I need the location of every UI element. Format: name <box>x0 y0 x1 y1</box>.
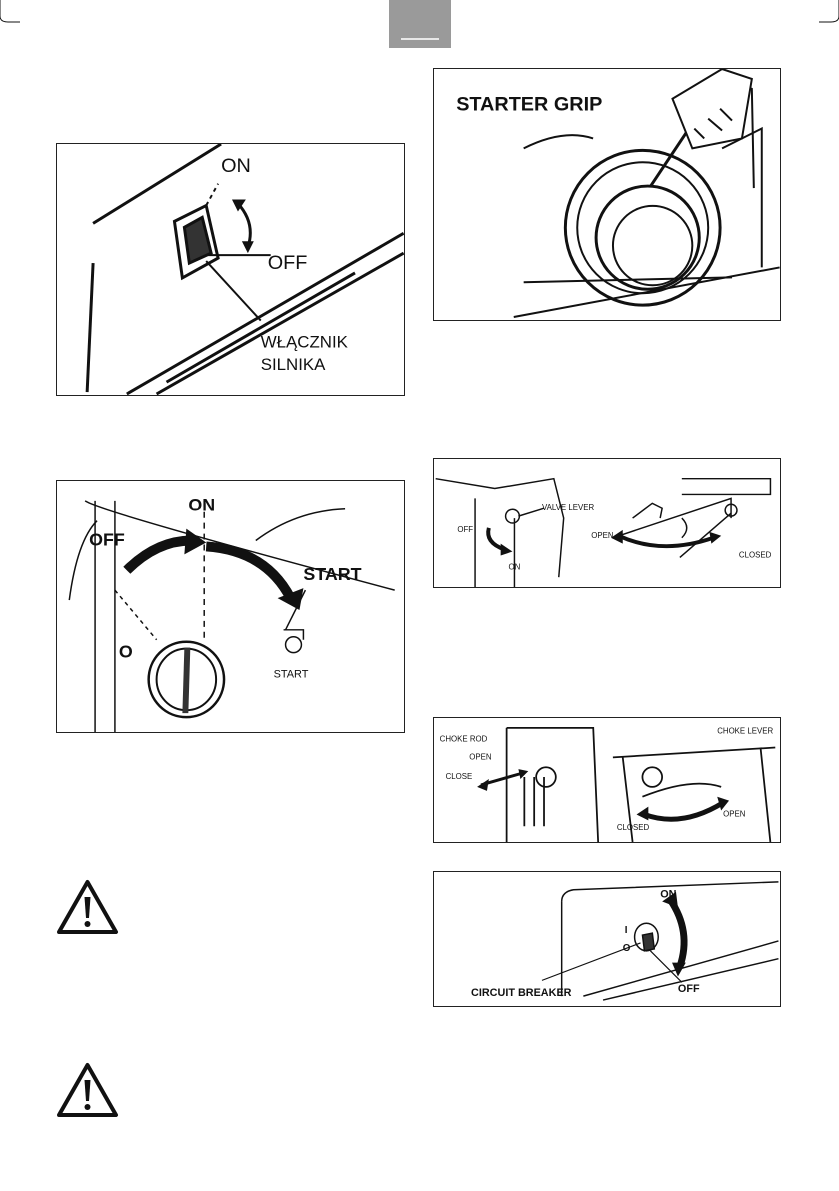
engine-switch-name-line2: SILNIKA <box>261 355 326 374</box>
starter-grip-label: STARTER GRIP <box>456 94 602 116</box>
starter-grip-figure: STARTER GRIP <box>433 68 781 321</box>
choke-close-label: CLOSE <box>446 772 473 781</box>
fuel-valve-off-label: OFF <box>457 525 473 534</box>
engine-switch-figure: ON OFF WŁĄCZNIK SILNIKA <box>56 143 405 396</box>
choke-open-left-label: OPEN <box>469 752 492 761</box>
breaker-on-label: ON <box>660 889 676 901</box>
key-switch-o-mark: O <box>119 642 133 662</box>
breaker-mark-on: I <box>625 925 628 936</box>
breaker-switch <box>635 923 659 951</box>
engine-switch-off-label: OFF <box>268 252 308 274</box>
fuel-valve-on-label: ON <box>509 562 521 571</box>
key-switch-off-label: OFF <box>89 529 125 549</box>
crop-mark-right <box>815 0 839 24</box>
warning-triangle-icon <box>56 879 119 935</box>
valve-lever-label: VALVE LEVER <box>542 503 594 512</box>
choke-lever-label: CHOKE LEVER <box>717 727 773 736</box>
key-switch-start-label: START <box>303 564 361 584</box>
page-tab <box>389 0 451 48</box>
key-switch-start-small: START <box>274 668 309 680</box>
choke-closed-label: CLOSED <box>617 823 650 832</box>
circuit-breaker-figure: ON OFF I O CIRCUIT BREAKER <box>433 871 781 1007</box>
key-switch-on-label: ON <box>188 495 215 515</box>
breaker-off-label: OFF <box>678 983 700 995</box>
fuel-valve-closed-label: CLOSED <box>739 550 772 559</box>
engine-switch-on-label: ON <box>221 155 251 177</box>
engine-switch-name-line1: WŁĄCZNIK <box>261 332 349 351</box>
warning-triangle-icon <box>56 1062 119 1118</box>
choke-figure: CHOKE ROD OPEN CLOSE CHOKE LEVER CLOSED … <box>433 717 781 843</box>
fuel-valve-open-label: OPEN <box>591 531 614 540</box>
page-tab-bar <box>401 38 439 40</box>
crop-mark-left <box>0 0 24 24</box>
key-switch-figure: OFF ON START O START <box>56 480 405 733</box>
circuit-breaker-label: CIRCUIT BREAKER <box>471 987 572 999</box>
breaker-mark-off: O <box>623 943 631 954</box>
choke-rod-label: CHOKE ROD <box>440 735 488 744</box>
fuel-valve-figure: VALVE LEVER OFF ON OPEN CLOSED <box>433 458 781 588</box>
choke-open-right-label: OPEN <box>723 809 746 818</box>
